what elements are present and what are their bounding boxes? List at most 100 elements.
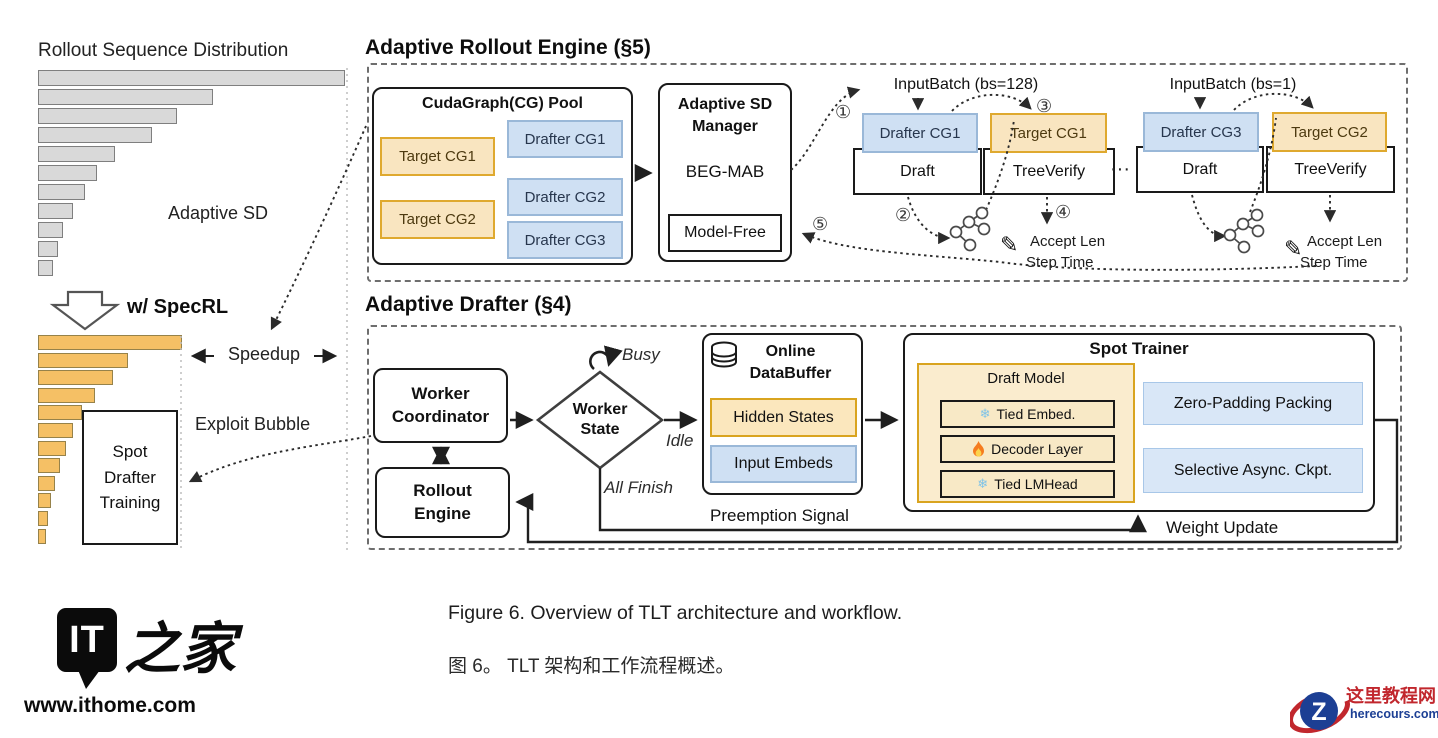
- pencil-icon-1: ✎: [1000, 232, 1019, 257]
- worker-state-diamond-label: Worker State: [572, 401, 628, 438]
- worker-coordinator-box: Worker Coordinator: [373, 368, 508, 443]
- histogram-bar: [38, 222, 63, 238]
- online-databuffer-title: Online DataBuffer: [749, 343, 832, 382]
- accept-len-label-2: Accept Len: [1307, 233, 1383, 250]
- histogram-bar: [38, 70, 345, 86]
- target-cg2-runtime-chip: Target CG2: [1272, 112, 1387, 152]
- figure-caption-zh: 图 6。 TLT 架构和工作流程概述。: [448, 656, 735, 677]
- histogram-bar: [38, 458, 60, 474]
- ithome-logo-bubble: IT: [57, 608, 117, 672]
- orange-histogram: [38, 335, 238, 550]
- input-embeds-chip: Input Embeds: [710, 445, 857, 483]
- histogram-bar: [38, 165, 97, 181]
- beg-mab-label: BEG-MAB: [685, 162, 765, 181]
- histogram-bar: [38, 203, 73, 219]
- selective-async-ckpt-box: Selective Async. Ckpt.: [1143, 448, 1363, 493]
- drafter-cg3-chip: Drafter CG3: [507, 221, 623, 259]
- adaptive-sd-label: Adaptive SD: [168, 203, 269, 223]
- hidden-states-chip: Hidden States: [710, 398, 857, 437]
- ellipsis-separator: ···: [1110, 158, 1130, 180]
- tied-lmhead-box: ❄ Tied LMHead: [940, 470, 1115, 498]
- histogram-bar: [38, 127, 152, 143]
- adaptive-drafter-header: Adaptive Drafter (§4): [365, 293, 572, 316]
- draft-box-1: Draft: [853, 148, 982, 195]
- histogram-bar: [38, 241, 58, 257]
- herecours-domain: herecours.com: [1350, 707, 1438, 721]
- specrl-label: w/ SpecRL: [127, 296, 229, 318]
- histogram-bar: [38, 370, 113, 386]
- decoder-layer-label: Decoder Layer: [991, 441, 1083, 457]
- histogram-bar: [38, 405, 82, 421]
- snowflake-icon: ❄: [979, 406, 991, 421]
- tied-embed-box: ❄ Tied Embed.: [940, 400, 1115, 428]
- idle-label: Idle: [666, 431, 694, 450]
- step-time-label-2: Step Time: [1300, 254, 1368, 271]
- figure-caption-en: Figure 6. Overview of TLT architecture a…: [448, 602, 903, 624]
- histogram-bar: [38, 387, 95, 403]
- rollout-engine-box: Rollout Engine: [375, 467, 510, 538]
- herecours-logo-mark: Z: [1288, 690, 1350, 734]
- cudagraph-pool-title: CudaGraph(CG) Pool: [422, 95, 583, 112]
- input-batch-1-label: InputBatch (bs=128): [893, 76, 1039, 93]
- snowflake-icon: ❄: [977, 476, 989, 491]
- step-1-badge: ①: [835, 102, 852, 122]
- step-time-label-1: Step Time: [1026, 254, 1094, 271]
- treeverify-box-1: TreeVerify: [983, 148, 1115, 195]
- exploit-bubble-label: Exploit Bubble: [195, 414, 311, 434]
- histogram-bar: [38, 184, 85, 200]
- tied-embed-label: Tied Embed.: [996, 406, 1076, 422]
- step-3-badge: ③: [1036, 96, 1053, 116]
- gray-histogram: [38, 70, 358, 282]
- all-finish-label: All Finish: [604, 478, 673, 497]
- drafter-cg3-runtime-chip: Drafter CG3: [1143, 112, 1259, 152]
- ithome-logo-zhijia: 之家: [124, 617, 236, 680]
- worker-coordinator-label: Worker Coordinator: [391, 384, 490, 426]
- spot-drafter-training-box: Spot Drafter Training: [82, 410, 178, 545]
- spot-drafter-training-label: Spot Drafter Training: [99, 442, 161, 513]
- drafter-cg1-runtime-chip: Drafter CG1: [862, 113, 978, 153]
- drafter-cg2-chip: Drafter CG2: [507, 178, 623, 216]
- adaptive-sd-manager-title: Adaptive SD Manager: [677, 96, 773, 135]
- target-cg2-chip: Target CG2: [380, 200, 495, 239]
- decoder-layer-box: Decoder Layer: [940, 435, 1115, 463]
- histogram-bar: [38, 108, 177, 124]
- histogram-bar: [38, 528, 46, 544]
- rollout-engine-section: [367, 63, 1408, 282]
- step-5-badge: ⑤: [812, 214, 829, 234]
- draft-box-2: Draft: [1136, 146, 1264, 193]
- histogram-bar: [38, 352, 128, 368]
- draft-model-title: Draft Model: [987, 370, 1065, 387]
- tied-lmhead-label: Tied LMHead: [994, 476, 1078, 492]
- treeverify-box-2: TreeVerify: [1266, 146, 1395, 193]
- rollout-engine-header: Adaptive Rollout Engine (§5): [365, 36, 651, 59]
- step-4-badge: ④: [1055, 202, 1072, 222]
- target-cg1-chip: Target CG1: [380, 137, 495, 176]
- speedup-label: Speedup: [227, 344, 301, 364]
- input-batch-2-label: InputBatch (bs=1): [1169, 76, 1297, 93]
- ithome-bubble-tail: [78, 670, 100, 689]
- drafter-cg1-chip: Drafter CG1: [507, 120, 623, 158]
- busy-label: Busy: [622, 345, 660, 364]
- distribution-title: Rollout Sequence Distribution: [38, 40, 289, 61]
- pencil-icon-2: ✎: [1284, 236, 1303, 261]
- histogram-bar: [38, 511, 48, 526]
- herecours-initial: Z: [1311, 698, 1326, 726]
- weight-update-label: Weight Update: [1166, 518, 1279, 537]
- herecours-name: 这里教程网: [1346, 686, 1436, 706]
- accept-len-label-1: Accept Len: [1030, 233, 1106, 250]
- histogram-bar: [38, 493, 51, 509]
- specrl-down-arrow: [49, 290, 121, 331]
- step-2-badge: ②: [895, 205, 912, 225]
- ithome-url: www.ithome.com: [24, 694, 196, 717]
- histogram-bar: [38, 475, 55, 491]
- fire-icon: [973, 441, 985, 457]
- zero-padding-packing-box: Zero-Padding Packing: [1143, 382, 1363, 425]
- rollout-engine-label: Rollout Engine: [413, 481, 472, 523]
- model-free-box: Model-Free: [668, 214, 782, 252]
- preemption-signal-label: Preemption Signal: [710, 506, 849, 525]
- histogram-bar: [38, 260, 53, 276]
- ithome-logo-it: IT: [69, 618, 105, 661]
- histogram-bar: [38, 335, 182, 350]
- histogram-bar: [38, 89, 213, 105]
